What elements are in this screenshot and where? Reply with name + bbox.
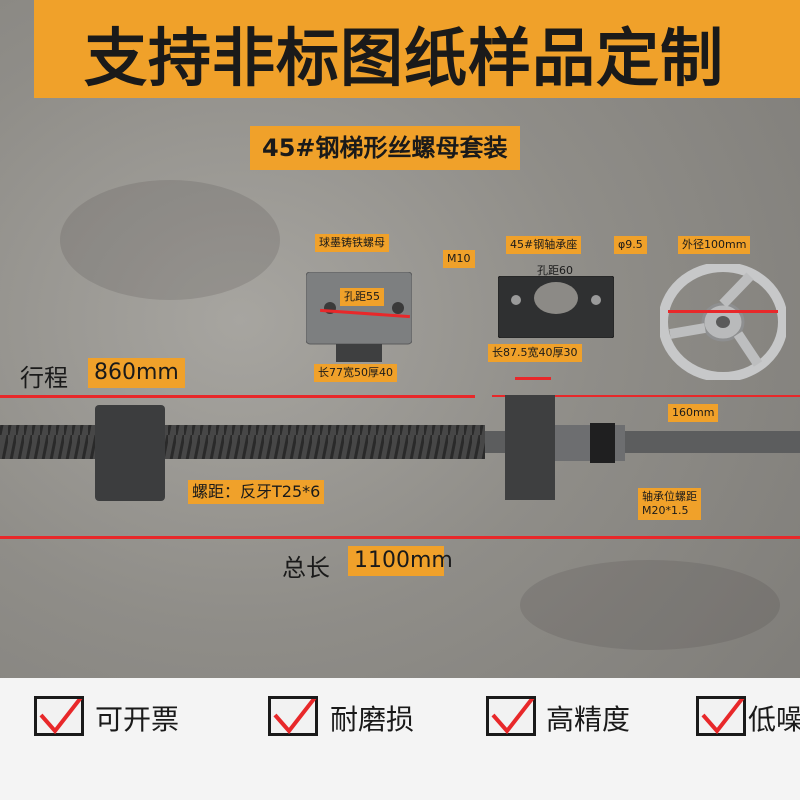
travel-dashed-line	[0, 395, 475, 398]
check-icon	[39, 693, 85, 735]
feature-label-1: 可开票	[95, 703, 180, 736]
seat-size-tag: 长87.5宽40厚30	[488, 344, 582, 362]
nut-thread-tag: M10	[443, 250, 475, 268]
handwheel-image	[658, 262, 788, 382]
feature-checkbox-1	[34, 693, 85, 736]
pitch-tag: 螺距：反牙T25*6	[188, 480, 325, 504]
handwheel-part	[658, 262, 788, 382]
check-icon	[491, 693, 537, 735]
nut-image	[305, 271, 413, 362]
seat-width-line	[515, 377, 551, 380]
feature-checkbox-3	[486, 693, 537, 736]
bearing-thread-line1: 轴承位螺距	[642, 490, 697, 503]
total-label: 总长	[282, 554, 330, 582]
shaft-end-tag: 160mm	[668, 404, 719, 422]
floor-stain	[520, 560, 780, 650]
bearing-thread-line2: M20*1.5	[642, 504, 689, 517]
banner-title: 支持非标图纸样品定制	[84, 22, 724, 95]
handwheel-tag: 外径100mm	[678, 236, 751, 254]
lead-screw-assembly	[0, 380, 800, 515]
end-dashed-line	[492, 395, 800, 397]
total-value-tag: 1100mm	[348, 546, 453, 576]
feature-checkbox-2	[268, 693, 319, 736]
bearing-seat-part	[497, 275, 615, 339]
total-length-line	[0, 536, 800, 539]
nut-hole-tag: 孔距55	[340, 288, 384, 306]
feature-label-4: 低噪	[748, 703, 800, 736]
nut-title-tag: 球墨铸铁螺母	[315, 234, 389, 252]
promo-banner: 支持非标图纸样品定制	[34, 0, 800, 98]
seat-title-tag: 45#钢轴承座	[506, 236, 582, 254]
check-icon	[273, 693, 319, 735]
floor-stain	[60, 180, 280, 300]
lead-screw-image	[0, 380, 800, 501]
check-icon	[701, 693, 747, 735]
travel-value-tag: 860mm	[88, 358, 185, 388]
bearing-thread-tag: 轴承位螺距 M20*1.5	[638, 488, 701, 520]
seat-dia-tag: φ9.5	[614, 236, 647, 254]
feature-label-3: 高精度	[546, 703, 631, 736]
product-subtitle: 45#钢梯形丝螺母套装	[250, 126, 520, 170]
seat-hole-label: 孔距60	[537, 264, 573, 277]
handwheel-dia-line	[668, 310, 778, 313]
travel-label: 行程	[20, 364, 68, 392]
feature-label-2: 耐磨损	[330, 703, 415, 736]
bearing-seat-image	[497, 275, 615, 339]
features-bar	[0, 678, 800, 800]
nut-size-tag: 长77宽50厚40	[314, 364, 397, 382]
feature-checkbox-4	[696, 693, 747, 736]
